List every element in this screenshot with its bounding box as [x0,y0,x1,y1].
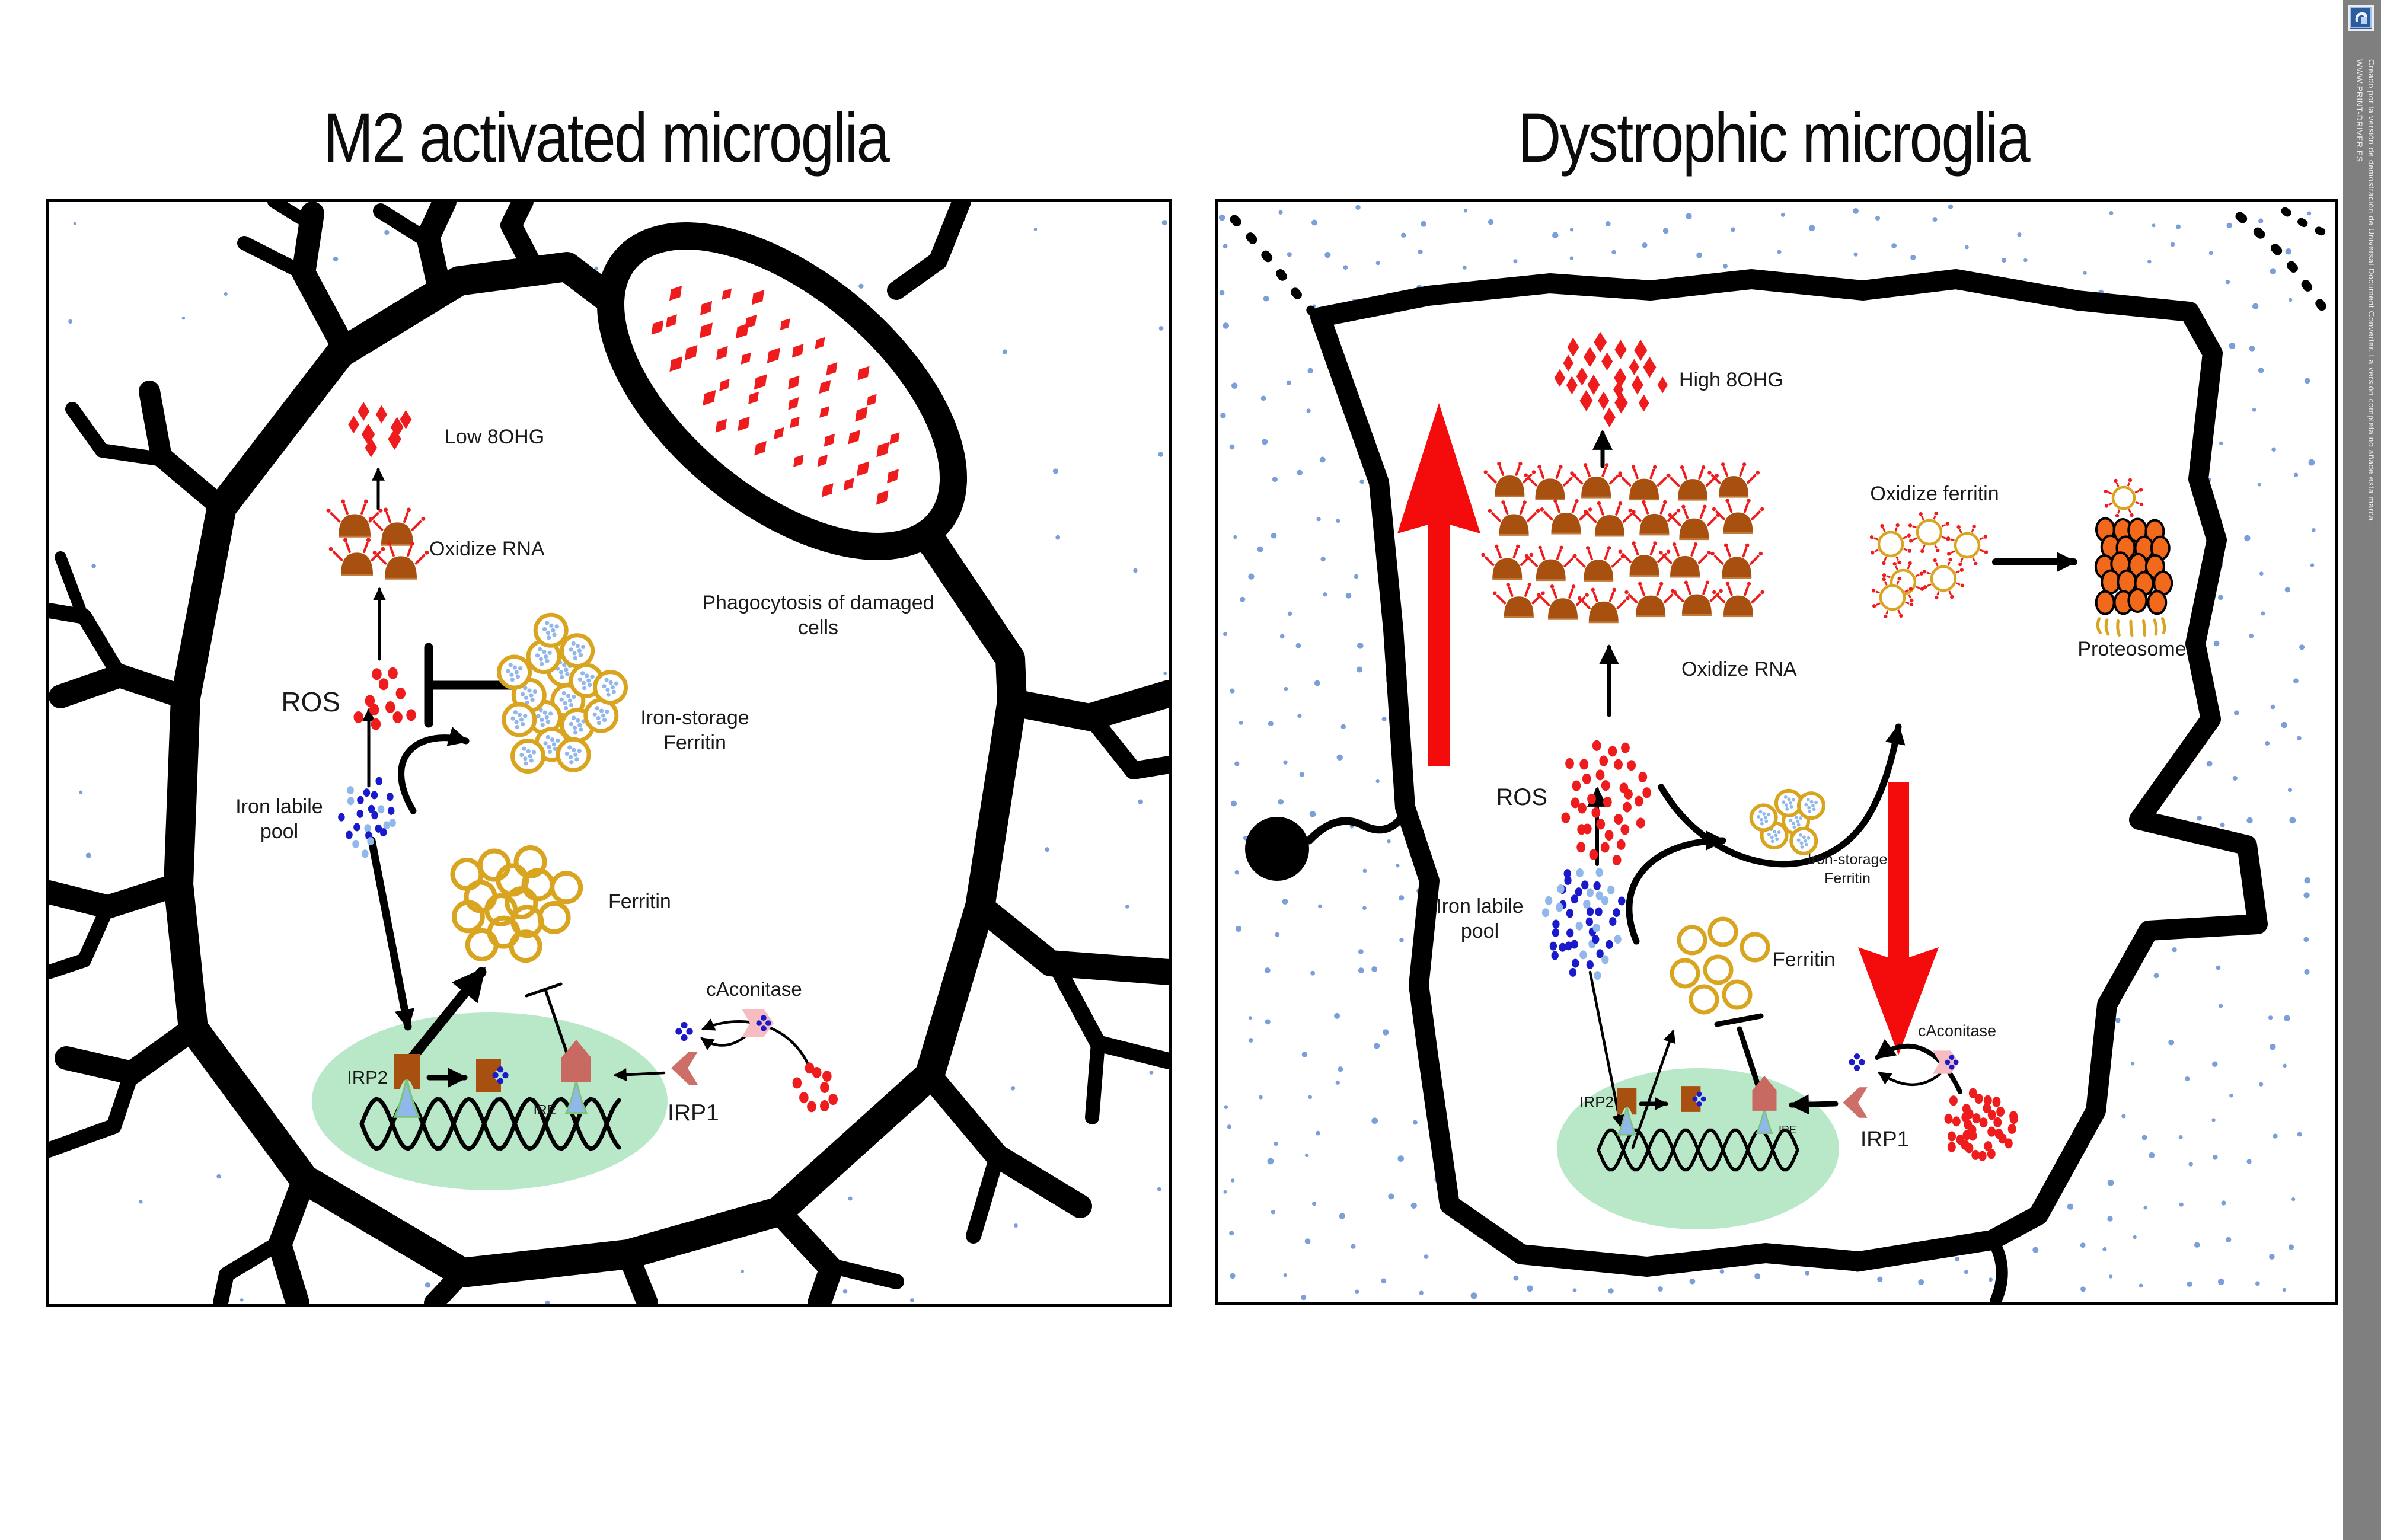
irp2-released [476,1059,501,1092]
irp1-protein [671,1052,698,1085]
iron-storage-label-line1: Iron-storage [1808,851,1888,868]
iron-labile-label-line2: pool [1461,920,1499,942]
oxidized-rna-cluster [1481,462,1764,624]
irp2-label: IRP2 [1579,1093,1614,1111]
ire-label: IRE [534,1102,556,1117]
iron-labile-label-line1: Iron labile [235,795,323,818]
ferritin-inhibition-tbar-head [525,982,563,998]
caconitase-label: cAconitase [706,978,802,1000]
ferritin-cluster [1670,916,1770,1015]
irp-ire-shapes [1617,1050,1959,1136]
irp2-protein [394,1054,420,1089]
proteosome-label: Proteosome [2077,638,2186,660]
fe-s-cluster-dots [675,1021,693,1041]
iron-labile-label-line2: pool [260,820,298,843]
fe-s-cluster-dots [756,1015,771,1031]
ire-label: IRE [1779,1124,1796,1136]
phagocytosis-label-line2: cells [798,616,838,639]
caconitase-label: cAconitase [1918,1022,1996,1040]
left-panel-title: M2 activated microglia [323,99,890,177]
ferritin-cluster [450,845,583,963]
iron-labile-pool-cluster [338,777,396,858]
left-panel-labels: Low 8OHG Oxidize RNA ROS Phagocytosis of… [235,426,934,1126]
iron-storage-ferritin-cluster [497,612,628,774]
iron-labile-pool-cluster [1541,868,1626,980]
universal-document-converter-logo-icon [2348,5,2374,31]
irp1-label: IRP1 [1860,1127,1909,1151]
oxidize-rna-label: Oxidize RNA [429,538,545,560]
oxidize-ferritin-label: Oxidize ferritin [1870,483,1999,505]
fe-s-cluster-dots [1945,1055,1959,1070]
irp1-protein [1843,1087,1868,1118]
watermark-text: Creado por la versión de demostración de… [2354,59,2377,1517]
oxidize-rna-label: Oxidize RNA [1681,658,1797,680]
degenerating-soma-blob [1245,817,1309,881]
red-dot-cluster [1944,1088,2018,1161]
red-dot-cluster [792,1062,838,1113]
watermark-strip: Creado por la versión de demostración de… [2343,0,2381,1540]
ferritin-label: Ferritin [608,890,671,913]
ferritin-label: Ferritin [1773,948,1836,971]
phagocytosed-cell [596,222,968,560]
iron-storage-label-line1: Iron-storage [640,707,749,729]
irp2-released [1681,1086,1701,1112]
oxidized-rna-cluster [326,499,429,580]
irp1-label: IRP1 [668,1100,719,1126]
increase-red-arrow [1397,403,1480,766]
ros-label: ROS [1496,784,1547,810]
watermark-line1: Creado por la versión de demostración de… [2367,59,2376,524]
low-8ohg-label: Low 8OHG [445,426,544,448]
iron-cluster-dots [492,1066,509,1084]
iron-cluster-dots [1692,1091,1706,1107]
oxidized-ferritin-cluster [1869,511,1989,619]
ros-dot-cluster [1561,740,1652,866]
panel-dystrophic-microglia: High 8OHG Oxidize RNA ROS Oxidize ferrit… [1215,199,2338,1305]
phagocytosis-label-line1: Phagocytosis of damaged [702,592,934,614]
iron-storage-ferritin-cluster [1749,788,1825,855]
ros-dot-cluster [353,667,416,730]
ros-label: ROS [281,686,340,717]
iron-storage-label-line2: Ferritin [663,731,726,754]
panel-m2-activated-microglia: Low 8OHG Oxidize RNA ROS Phagocytosis of… [46,199,1172,1307]
iron-storage-label-line2: Ferritin [1824,870,1871,887]
irp2-label: IRP2 [347,1067,388,1088]
irp-ire-shapes [393,1009,774,1118]
iron-labile-label-line1: Iron labile [1436,895,1523,918]
nucleus [312,1012,668,1190]
microglia-cell-body [49,202,1169,1304]
irp-on-ire [1752,1075,1777,1111]
damaged-cell-8ohg-diamonds [651,286,900,505]
ramified-processes [49,202,1169,1304]
proteosome-cluster [2094,478,2173,637]
irp2-protein [1617,1088,1637,1115]
low-8ohg-diamond-cluster [348,402,412,458]
decrease-red-arrow [1858,782,1939,1055]
high-8ohg-label: High 8OHG [1679,369,1783,391]
irp-on-ire [561,1040,591,1082]
ferritin-inhibition-tbar-head [1714,1013,1764,1027]
right-panel-labels: High 8OHG Oxidize RNA ROS Oxidize ferrit… [1436,369,2186,1151]
fe-s-cluster-dots [1849,1053,1865,1071]
right-panel-title: Dystrophic microglia [1518,99,2031,177]
watermark-line2: WWW.PRINT-DRIVER.ES [2355,59,2364,162]
